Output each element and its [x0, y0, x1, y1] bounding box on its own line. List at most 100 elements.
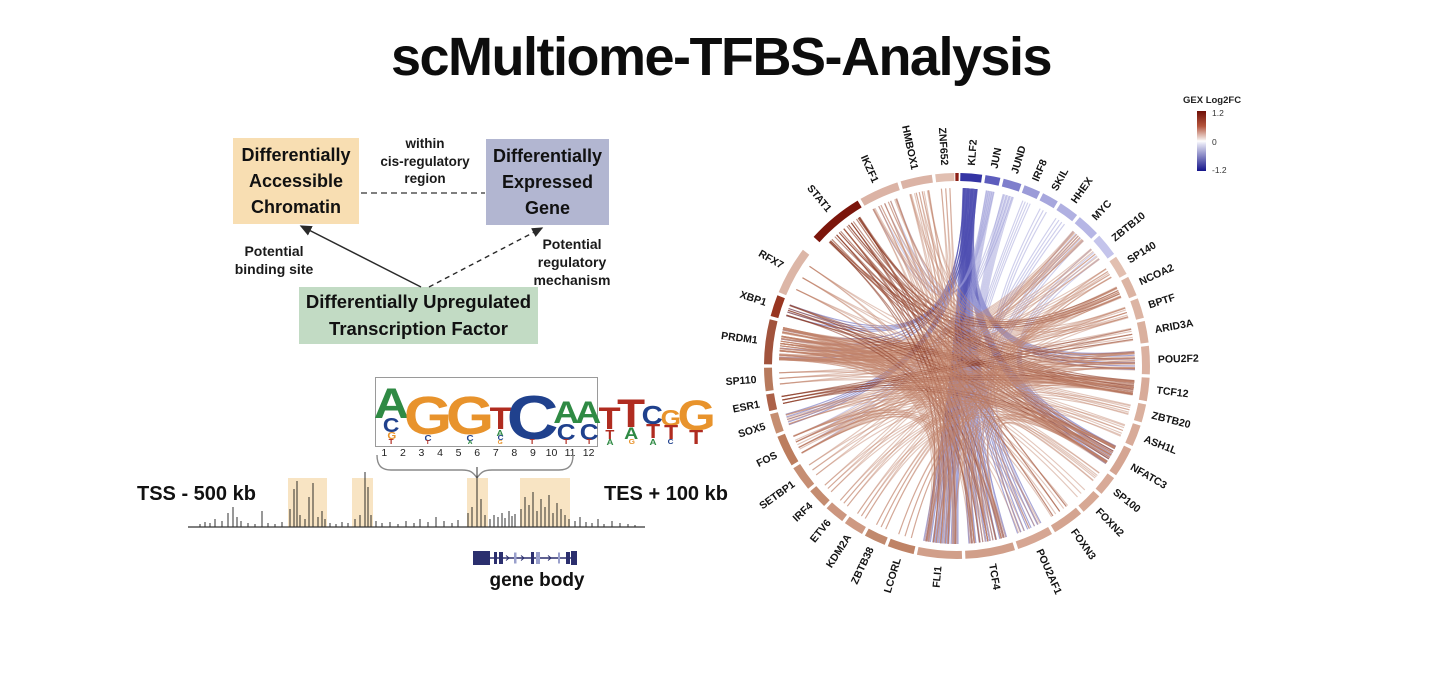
chord-link: [923, 190, 952, 544]
chord-link: [857, 217, 1118, 323]
chord-link: [940, 188, 952, 544]
circos-segment-PRDM1: [764, 319, 778, 365]
chord-link: [786, 188, 968, 418]
logo-position-number: 5: [455, 447, 462, 459]
chord-link: [864, 316, 1129, 519]
chord-link: [864, 415, 1108, 519]
chord-link: [924, 190, 987, 542]
box-differentially-accessible-chromatin: Differentially Accessible Chromatin: [233, 138, 359, 224]
logo-letter-G: G: [660, 405, 681, 431]
chord-link: [797, 380, 1134, 446]
circos-segment-STAT1: [813, 200, 862, 243]
chord-link: [860, 413, 1112, 517]
chord-link: [779, 307, 1126, 374]
chord-link: [873, 208, 1108, 463]
circos-gene-label-ZBTB20: ZBTB20: [1150, 410, 1192, 431]
chord-link: [846, 225, 1134, 387]
chord-link: [913, 193, 945, 543]
chord-link: [979, 272, 1110, 542]
chord-link: [789, 304, 1135, 382]
track-highlight-region: [288, 478, 327, 527]
chord-link: [796, 288, 1133, 394]
chord-link: [801, 415, 935, 542]
circos-gene-label-NCOA2: NCOA2: [1137, 262, 1176, 288]
chord-link: [782, 386, 1112, 456]
chord-link: [795, 411, 994, 541]
circos-segment-SETBP1: [793, 464, 815, 489]
chord-link: [979, 416, 1112, 542]
logo-position-number: 10: [545, 447, 558, 459]
circos-gene-label-ASH1L: ASH1L: [1142, 433, 1179, 457]
circos-segment-FLI1: [916, 547, 963, 559]
chord-link: [890, 200, 997, 540]
circos-segment-POU2F2: [1141, 345, 1150, 375]
chord-link: [796, 288, 975, 544]
circos-gene-label-TCF4: TCF4: [986, 563, 1002, 591]
circos-gene-label-ARID3A: ARID3A: [1154, 317, 1195, 336]
chord-link: [782, 331, 953, 544]
chord-link: [921, 191, 1113, 454]
chord-link: [875, 328, 1132, 526]
chord-link: [795, 194, 1008, 443]
chord-link: [918, 191, 1127, 331]
chord-link: [880, 204, 1110, 458]
chord-link: [780, 342, 1082, 494]
chord-link: [782, 376, 1134, 401]
circos-gene-label-IRF4: IRF4: [791, 500, 816, 524]
chord-link: [779, 359, 1107, 465]
chord-link: [787, 378, 1134, 421]
chord-link: [780, 333, 1133, 356]
chord-link: [944, 221, 1063, 544]
chord-link: [909, 194, 1108, 463]
chord-link: [780, 340, 946, 544]
box-differentially-expressed-gene: Differentially Expressed Gene: [486, 139, 609, 225]
circos-gene-label-IKZF1: IKZF1: [858, 153, 881, 185]
chord-link: [779, 237, 1081, 353]
logo-letter-T: T: [605, 427, 615, 442]
circos-gene-label-POU2F2: POU2F2: [1158, 353, 1199, 366]
circos-segment-NFATC3: [1109, 445, 1132, 476]
logo-position-number: 11: [564, 447, 576, 459]
chord-link: [785, 351, 1135, 416]
circos-gene-label-FOS: FOS: [755, 450, 780, 470]
chord-link: [779, 276, 1112, 360]
circos-gene-label-ESR1: ESR1: [732, 398, 761, 415]
chord-link: [781, 335, 1125, 429]
chord-link: [843, 228, 1112, 456]
chord-link: [880, 204, 1136, 364]
gene-exon: [536, 552, 540, 564]
chord-link: [779, 349, 981, 543]
atac-signal-track: [188, 467, 645, 528]
chord-link: [839, 401, 1125, 501]
circos-segment-POU2AF1: [1015, 527, 1052, 549]
chord-link: [779, 350, 1123, 434]
chord-link: [928, 190, 957, 545]
circos-segment-SP140: [1109, 256, 1127, 278]
chord-link: [781, 335, 1036, 527]
chord-link: [779, 374, 1133, 394]
chord-link: [802, 277, 989, 542]
circos-segment-TCF12: [1138, 377, 1150, 402]
logo-letter-C: C: [497, 434, 504, 442]
circos-segment-JUND: [1001, 178, 1022, 192]
chord-link: [779, 317, 1129, 361]
circos-segment-SOX5: [770, 412, 784, 434]
chord-link: [935, 271, 1109, 543]
chord-link: [975, 196, 1012, 540]
chord-link: [780, 311, 1127, 353]
chord-link: [970, 268, 1107, 544]
chord-link: [878, 205, 942, 543]
chord-link: [795, 357, 1135, 443]
chord-link: [798, 236, 1081, 449]
circos-gene-label-POU2AF1: POU2AF1: [1033, 547, 1064, 596]
circos-gene-label-KDM2A: KDM2A: [824, 532, 854, 570]
logo-letter-T: T: [489, 401, 512, 436]
chord-link: [830, 240, 1122, 329]
chord-link: [909, 194, 973, 544]
chord-link: [944, 417, 1110, 544]
chord-link: [843, 403, 1124, 504]
circos-segment-LCORL: [887, 538, 916, 555]
